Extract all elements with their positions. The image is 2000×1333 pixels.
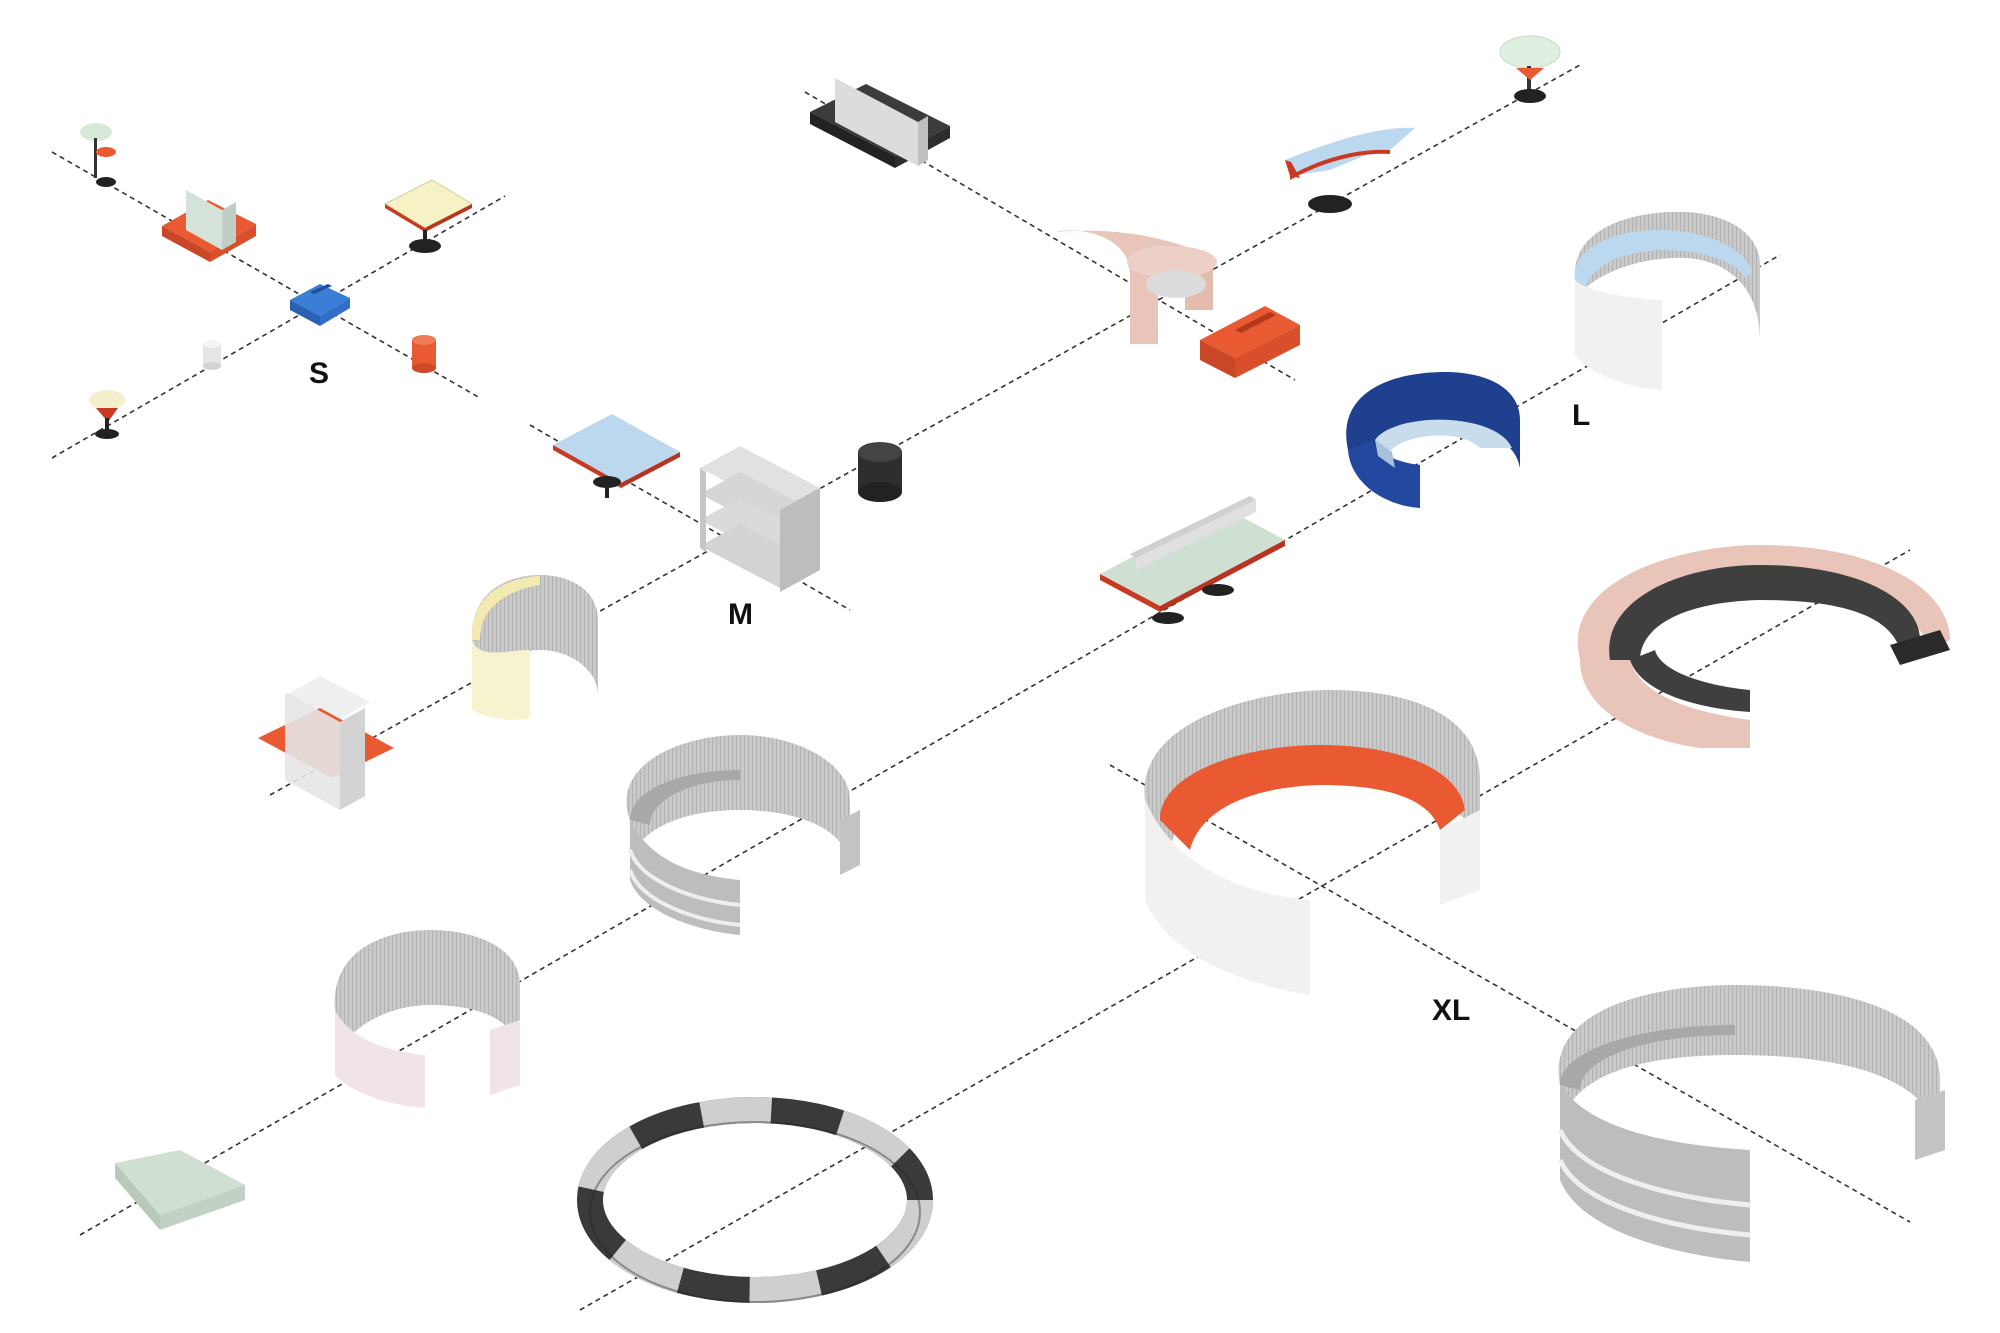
- guide-line-xl-b: [1109, 764, 1911, 1223]
- size-label-s: S: [309, 357, 329, 390]
- white-orange-ring-screen: [1144, 690, 1480, 995]
- striped-ring-seating: [577, 1097, 933, 1303]
- xl-cluster: XL: [1144, 545, 1950, 1262]
- l-cluster: L: [1100, 211, 1760, 624]
- guide-line-s-b: [51, 195, 506, 459]
- size-label-xl: XL: [1432, 994, 1470, 1027]
- m-cluster: M: [258, 35, 1561, 810]
- size-label-m: M: [728, 598, 753, 631]
- grey-shelving-unit: [700, 446, 820, 592]
- orange-bench: [1200, 306, 1300, 378]
- mint-triangle-seat: [115, 1150, 245, 1230]
- orange-pouf: [412, 335, 436, 373]
- light-blue-arc-table: [1285, 127, 1415, 213]
- grey-stacked-ring-large: [1557, 985, 1945, 1262]
- blush-curved-booth: [1055, 230, 1217, 344]
- white-stool: [203, 340, 221, 370]
- blush-ring-sofa: [1577, 545, 1950, 748]
- mint-long-table: [1100, 496, 1285, 624]
- small-round-table: [89, 390, 125, 439]
- black-pouf: [858, 442, 902, 502]
- pink-curved-screen: [334, 930, 520, 1108]
- guide-line-m-b: [269, 64, 1581, 796]
- navy-ring-booth: [1346, 372, 1520, 508]
- size-label-l: L: [1572, 399, 1590, 432]
- blue-connector-block: [290, 284, 350, 326]
- orange-table-with-panel: [258, 676, 394, 810]
- guide-line-s-a: [51, 151, 481, 399]
- small-bar-table: [80, 123, 116, 187]
- pale-yellow-curved-screen: [471, 575, 598, 720]
- cream-square-table: [383, 179, 474, 253]
- s-cluster: S: [80, 123, 474, 439]
- grey-stacked-ring-screen: [626, 735, 860, 935]
- lower-left-items: [115, 735, 933, 1303]
- dark-bench-with-panel: [810, 78, 950, 168]
- mint-round-table: [1499, 35, 1561, 103]
- orange-sofa-with-screen: [162, 190, 256, 262]
- white-curved-screen: [1574, 211, 1760, 390]
- light-blue-table: [553, 414, 680, 498]
